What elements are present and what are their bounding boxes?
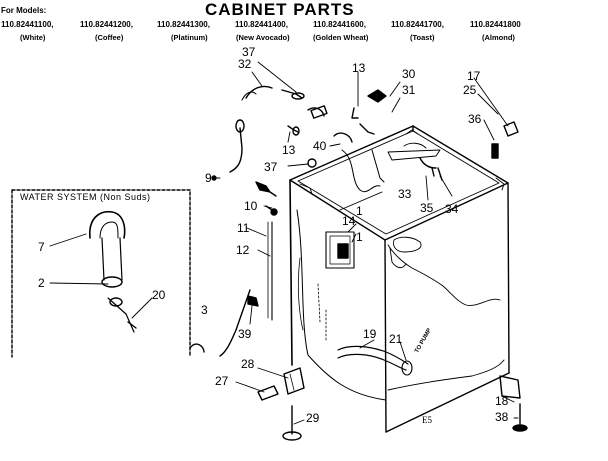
page-title: CABINET PARTS [205,0,355,19]
cabinet [267,125,510,433]
model-color: (Almond) [482,33,515,42]
part-callout: 36 [468,112,482,126]
part-callout: 35 [420,201,434,215]
part-callout: 14 [342,214,356,228]
part-callout: 21 [389,332,403,346]
part-callout: 30 [402,67,416,81]
part-callout: 18 [495,394,509,408]
part-callout: 34 [445,202,459,216]
part-callout: 29 [306,411,320,425]
part-callout: 9 [205,171,212,185]
part-callout: 31 [402,83,416,97]
figure-code: E5 [422,415,432,425]
part-callout: 13 [282,143,296,157]
part-callout: 39 [238,327,252,341]
part-callout: 25 [463,83,477,97]
part-callout: 32 [238,57,252,71]
model-color: (Golden Wheat) [313,33,369,42]
model-number: 110.82441700, [391,20,444,29]
model-color: (New Avocado) [236,33,290,42]
part-callout: 12 [236,243,250,257]
part-callout: 10 [244,199,258,213]
water-system-title: WATER SYSTEM (Non Suds) [20,192,151,202]
water-system-box [11,189,191,358]
model-number: 110.82441200, [80,20,133,29]
part-callout: 11 [237,221,250,235]
part-callout: 3 [201,303,208,317]
part-callout: 17 [467,69,481,83]
model-color: (Coffee) [95,33,124,42]
part-callout: 13 [352,61,366,75]
part-callout: 20 [152,288,166,302]
part-callout: 40 [313,139,327,153]
part-callout: 2 [38,276,45,290]
part-callout: 37 [264,160,278,174]
model-number: 110.82441400, [235,20,288,29]
model-color: (Toast) [410,33,435,42]
model-color: (White) [20,33,46,42]
model-number: 110.82441800 [470,20,521,29]
model-number: 110.82441100, [1,20,54,29]
part-callout: 38 [495,410,509,424]
part-callout: 19 [363,327,377,341]
part-callout: 37 [242,45,256,59]
part-callout: 28 [241,357,255,371]
model-number: 110.82441600, [313,20,366,29]
for-models-label: For Models: [1,6,47,15]
part-callout: 7 [38,240,45,254]
part-callout: 27 [215,374,229,388]
model-color: (Platinum) [171,33,208,42]
model-number: 110.82441300, [157,20,210,29]
part-callout: 33 [398,187,412,201]
part-callout: 1 [356,204,363,218]
part-callout: 1 [356,230,363,244]
